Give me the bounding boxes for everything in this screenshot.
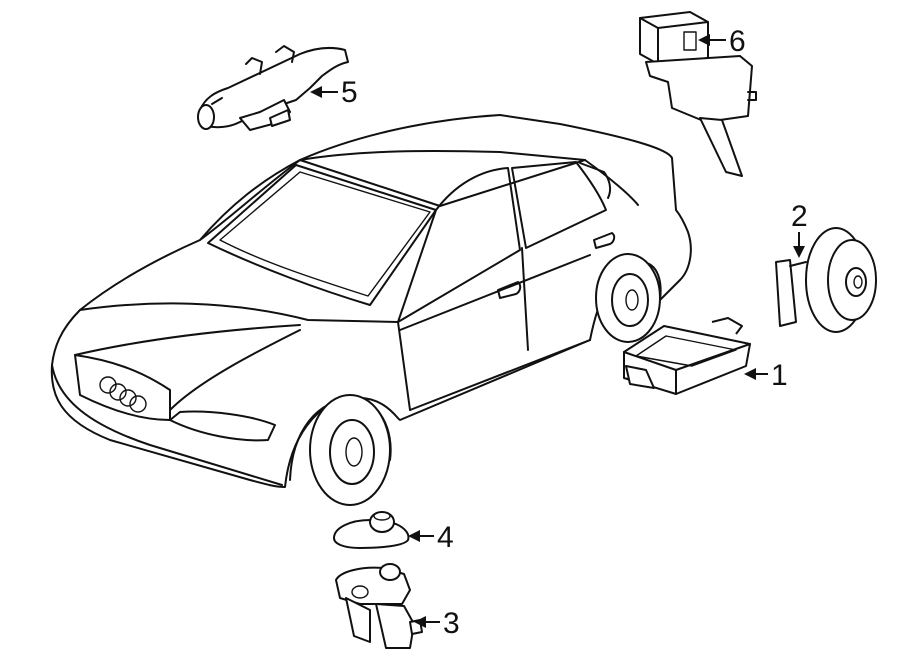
callout-4: 4 [408,521,454,554]
callout-1: 1 [744,359,788,392]
callout-1-label: 1 [771,359,788,392]
callout-5: 5 [310,76,358,109]
callout-2-label: 2 [791,200,808,233]
callout-3: 3 [414,607,460,640]
part-1-control-module [623,317,751,395]
part-3-sensor-bracket [335,563,423,649]
part-4-sensor [333,511,410,549]
callout-4-label: 4 [437,521,454,554]
callout-5-label: 5 [341,76,358,109]
callout-6-label: 6 [729,25,746,58]
rear-wheel [595,253,661,343]
sedan-illustration [50,114,692,506]
part-6-control-relay [639,11,757,177]
part-5-steering-column-switch [197,45,349,131]
callout-6: 6 [698,25,746,58]
callout-3-label: 3 [443,607,460,640]
callout-2: 2 [791,200,808,258]
part-2-horn [775,227,877,333]
front-wheel [289,394,392,506]
